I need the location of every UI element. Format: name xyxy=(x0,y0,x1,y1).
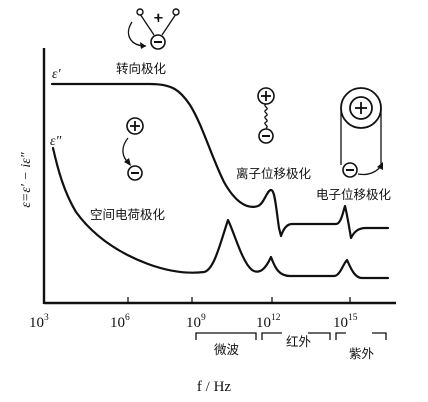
electronic-polarization-label: 电子位移极化 xyxy=(316,187,392,202)
space-charge-polarization-label: 空间电荷极化 xyxy=(90,207,166,222)
x-tick-1e6: 106 xyxy=(110,313,130,331)
band-brackets xyxy=(195,332,387,340)
real-curve-label: ε′ xyxy=(52,67,62,82)
band-label-ultraviolet: 紫外 xyxy=(349,346,375,361)
ionic-polarization-label: 离子位移极化 xyxy=(236,166,312,181)
x-axis-title: f / Hz xyxy=(197,379,231,395)
real-permittivity-curve xyxy=(50,82,390,240)
x-tick-1e9: 109 xyxy=(186,313,206,331)
x-tick-1e15: 1015 xyxy=(333,313,358,331)
imag-curve-label: ε″ xyxy=(50,134,62,149)
orientation-polarization-label: 转向极化 xyxy=(116,61,167,76)
x-tick-labels: 103 106 109 1012 1015 xyxy=(29,313,358,331)
imaginary-permittivity-curve xyxy=(51,146,390,280)
band-label-microwave: 微波 xyxy=(214,342,240,357)
rotating-dipole-icon: + xyxy=(127,8,180,50)
x-tick-1e12: 1012 xyxy=(256,313,281,331)
y-axis-label: ε=ε′ − iε″ xyxy=(19,152,34,207)
svg-text:+: + xyxy=(153,11,164,26)
x-tick-marks xyxy=(127,297,351,303)
ion-spring-icon xyxy=(257,87,275,144)
electron-cloud-icon xyxy=(340,87,383,178)
x-tick-1e3: 103 xyxy=(29,313,49,331)
space-charge-icon xyxy=(122,117,144,181)
band-label-infrared: 红外 xyxy=(286,334,312,349)
